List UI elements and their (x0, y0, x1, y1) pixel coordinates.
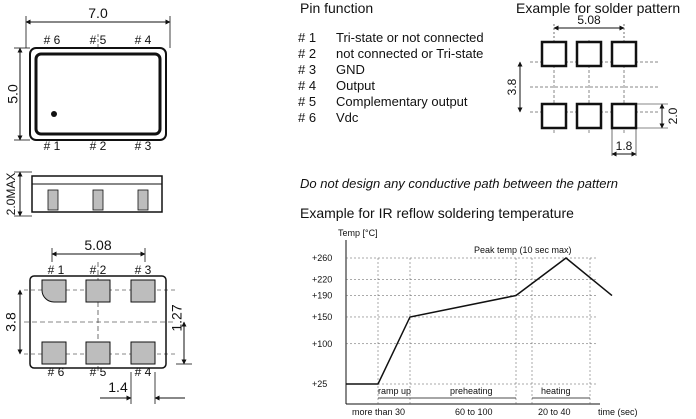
solder-row-spacing-label: 3.8 (505, 78, 519, 95)
duration-label: 60 to 100 (455, 407, 493, 417)
solder-pitch-label: 5.08 (577, 13, 601, 27)
pin1-marker (51, 111, 57, 117)
reflow-chart: Temp [°C] +25 +100 +150 +190 +220 +260 Peak t… (312, 228, 638, 417)
pad-height-label: 1.27 (169, 304, 185, 331)
package-width-label: 7.0 (88, 5, 108, 21)
pin-number: # 1 (298, 30, 317, 45)
pad-6 (41, 341, 67, 365)
chart-xlabel: time (sec) (598, 407, 638, 417)
chart-ytick-label: +190 (312, 291, 332, 301)
pad-row-spacing-label: 3.8 (3, 312, 19, 332)
chart-ytick-label: +25 (312, 379, 327, 389)
pad-label: # 4 (135, 365, 152, 379)
pad-label: # 1 (48, 263, 65, 277)
package-bottom-view: 5.08 # 1 # 2 # 3 3.8 1.27 # 6 # 5 # 4 (3, 237, 192, 404)
pad-3 (130, 279, 156, 303)
package-lid (34, 52, 162, 136)
stage-label: ramp up (378, 386, 411, 396)
chart-yticks: +25 +100 +150 +190 +220 +260 (312, 253, 332, 389)
pad-5 (85, 341, 111, 365)
solder-pad (610, 102, 638, 130)
duration-label: 20 to 40 (538, 407, 571, 417)
package-body (29, 47, 167, 141)
pad-label: # 6 (48, 365, 65, 379)
duration-label: more than 30 (352, 407, 405, 417)
solder-pad (575, 102, 603, 130)
top-pin-label: # 6 (44, 33, 61, 47)
solder-pattern-title: Example for solder pattern (516, 0, 681, 16)
package-thickness-label: 2.0MAX (4, 173, 18, 216)
pin-description: not connected or Tri-state (336, 46, 484, 61)
pad-width-label: 1.4 (108, 379, 128, 395)
chart-ytick-label: +100 (312, 339, 332, 349)
chart-series-line (346, 257, 613, 385)
chart-annotation: Peak temp (10 sec max) (474, 245, 572, 255)
pin-function-title: Pin function (300, 0, 374, 16)
solder-pad-height-label: 2.0 (666, 107, 680, 124)
pin-function-list: # 1 Tri-state or not connected # 2 not conn… (298, 30, 508, 130)
package-height-label: 5.0 (5, 84, 21, 104)
reflow-title: Example for IR reflow soldering temperat… (300, 205, 574, 221)
bottom-pin-label: # 2 (90, 139, 107, 153)
pad-2 (85, 279, 111, 303)
pad-pitch-label: 5.08 (84, 237, 111, 253)
solder-pad-width-label: 1.8 (616, 139, 633, 153)
pad-label: # 3 (135, 263, 152, 277)
solder-pad (610, 40, 638, 68)
package-top-view: 7.0 5.0 # 6 # 5 # 4 # 1 # 2 # 3 (5, 5, 171, 153)
chart-phase-lines (377, 258, 591, 404)
pad-4 (130, 341, 156, 365)
pad-label: # 5 (90, 365, 107, 379)
pin-description: Tri-state or not connected (336, 30, 484, 45)
stage-label: heating (541, 386, 571, 396)
chart-gridlines (346, 257, 596, 385)
chart-ytick-label: +260 (312, 253, 332, 263)
chart-ylabel: Temp [°C] (338, 228, 378, 238)
pad-1 (41, 279, 67, 303)
solder-pad (540, 40, 568, 68)
design-note: Do not design any conductive path betwee… (300, 176, 618, 191)
pin-number: # 5 (298, 94, 317, 109)
stage-label: preheating (450, 386, 493, 396)
solder-pad (540, 102, 568, 130)
pin-number: # 2 (298, 46, 317, 61)
pin-description: Complementary output (336, 94, 468, 109)
pin-number: # 6 (298, 110, 317, 125)
pin-number: # 4 (298, 78, 317, 93)
solder-pad (575, 40, 603, 68)
bottom-pin-label: # 1 (44, 139, 61, 153)
chart-ytick-label: +220 (312, 274, 332, 284)
pin-description: Vdc (336, 110, 359, 125)
pin-description: Output (336, 78, 376, 93)
chart-ytick-label: +150 (312, 312, 332, 322)
solder-pattern: 5.08 3.8 2.0 1.8 (505, 13, 680, 157)
top-pin-label: # 4 (135, 33, 152, 47)
pin-number: # 3 (298, 62, 317, 77)
package-side-view: 2.0MAX (4, 171, 163, 217)
pin-description: GND (336, 62, 365, 77)
bottom-pin-label: # 3 (135, 139, 152, 153)
